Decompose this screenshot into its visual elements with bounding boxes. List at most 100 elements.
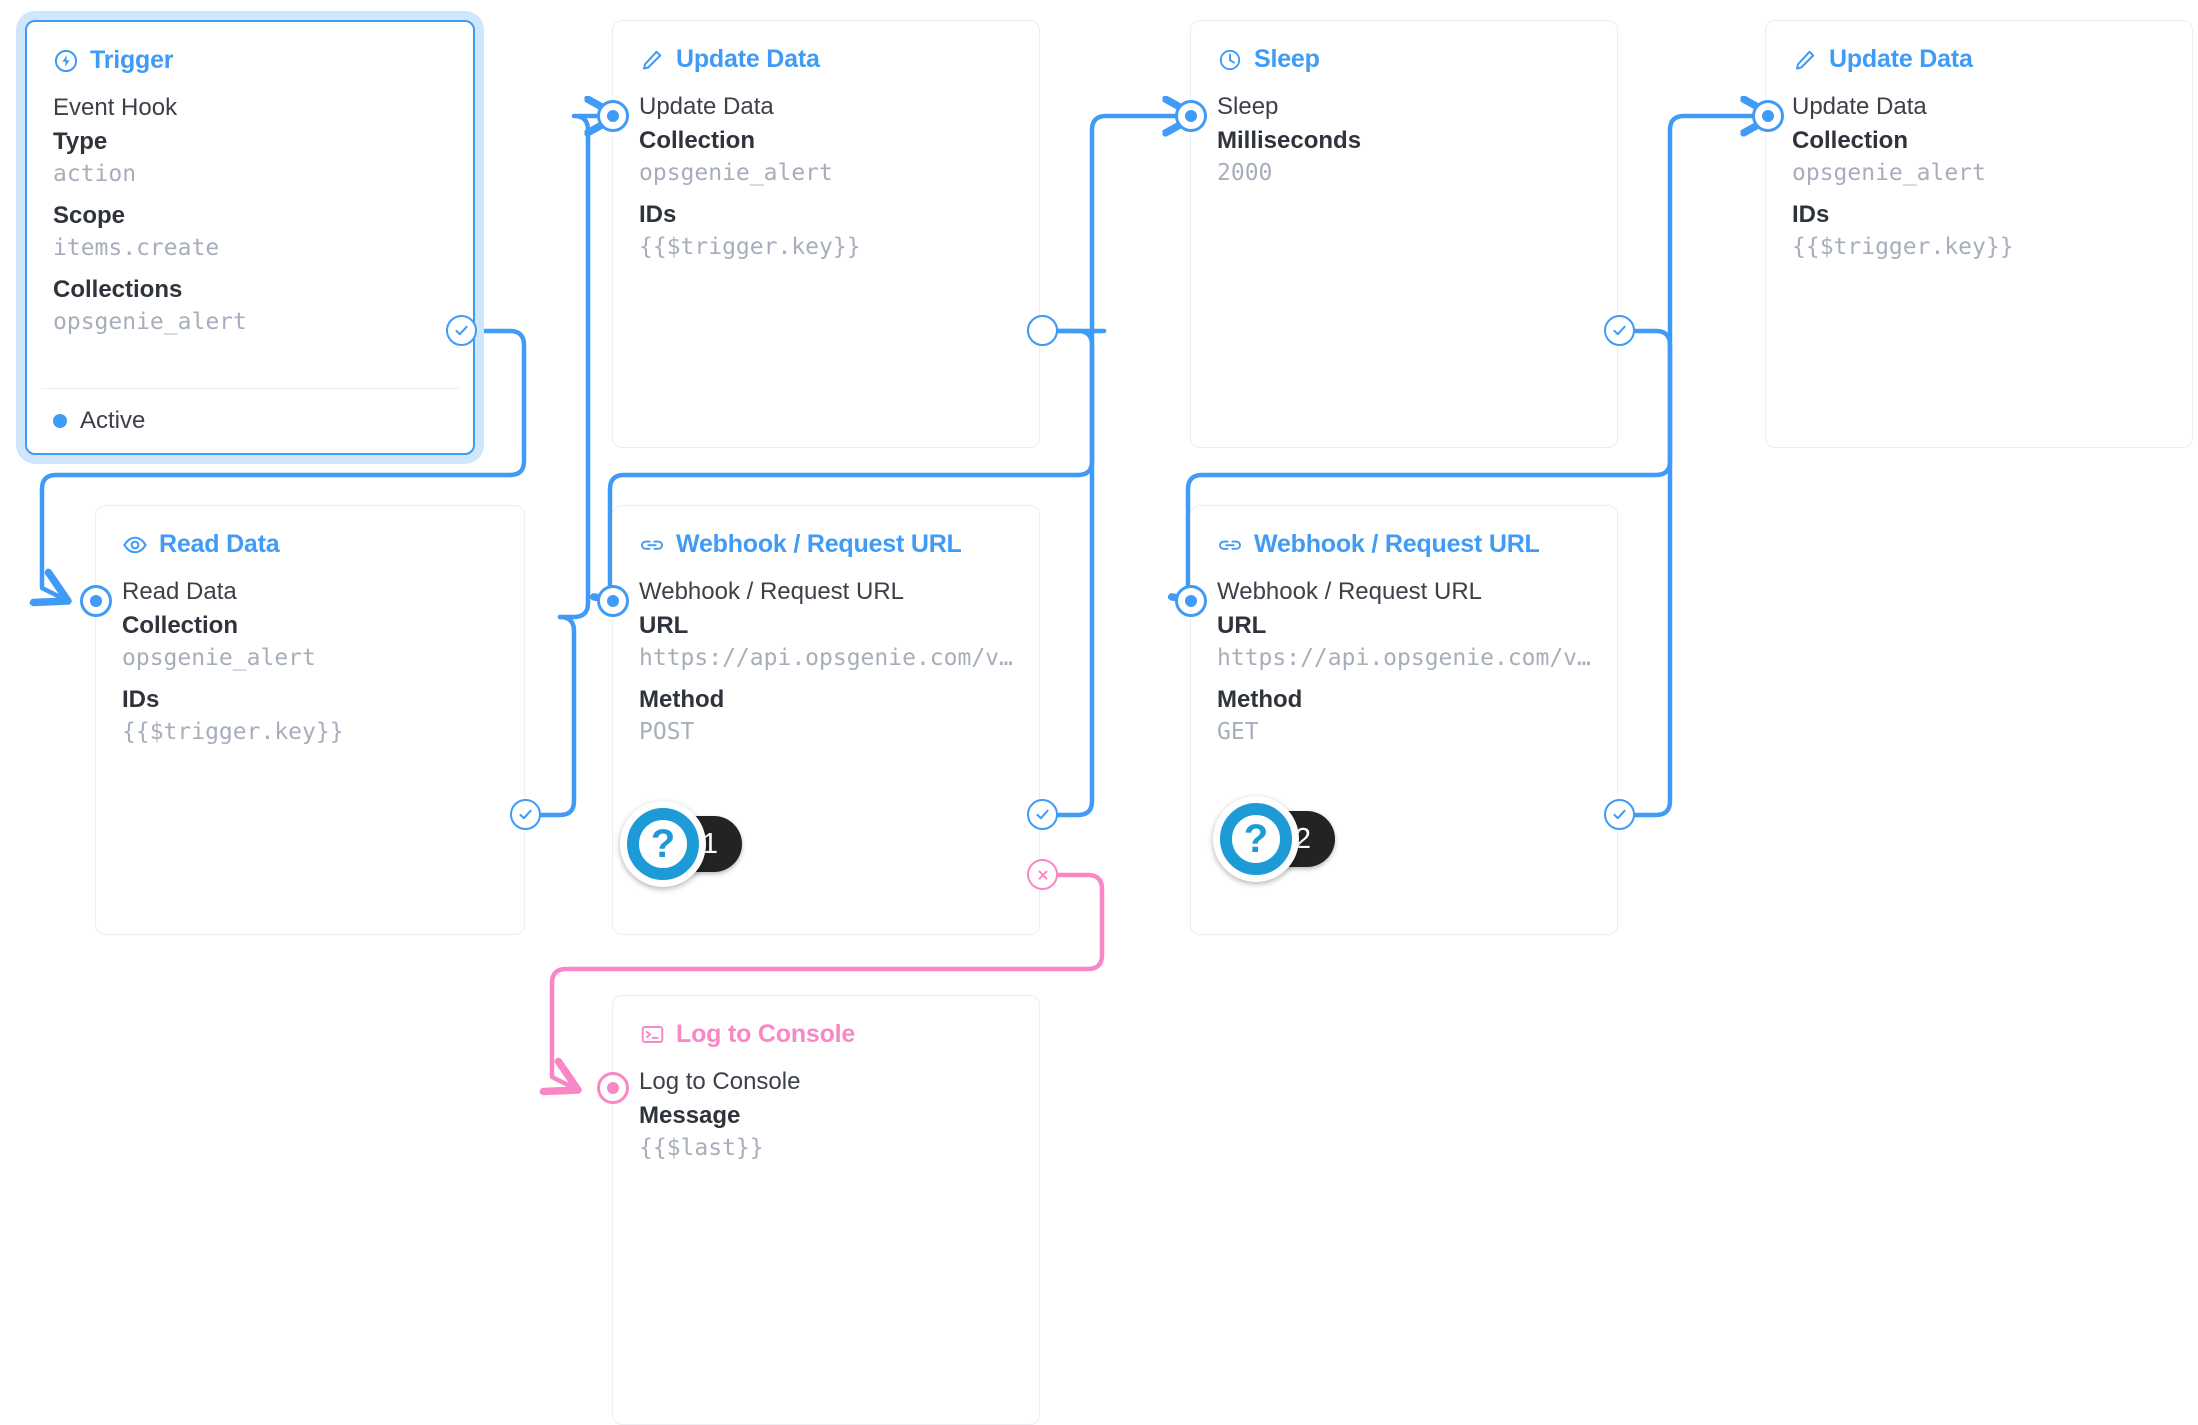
clock-icon: [1217, 47, 1243, 73]
lightning-bolt-circle-icon: [53, 48, 79, 74]
field-value: {{$trigger.key}}: [1792, 234, 2014, 260]
node-card-log-to-console[interactable]: Log to Console Log to Console Message {{…: [612, 995, 1040, 1425]
card-header: Trigger: [27, 22, 473, 75]
field-label: Milliseconds: [1217, 127, 1362, 154]
field-label: Method: [1217, 686, 1303, 713]
field-label: Collection: [1792, 127, 1909, 154]
eye-icon: [122, 532, 148, 558]
status-label: Active: [80, 407, 146, 434]
field-value: opsgenie_alert: [53, 309, 247, 335]
field-label: URL: [639, 612, 689, 639]
card-title: Update Data: [1829, 45, 1973, 73]
pencil-icon: [1792, 47, 1818, 73]
node-card-update-data-2[interactable]: Update Data Update Data Collection opsge…: [1765, 20, 2193, 448]
badge-count: 2: [1294, 822, 1311, 855]
divider: [41, 388, 459, 389]
card-body: Log to Console Message {{$last}}: [613, 1049, 1039, 1161]
pencil-icon: [639, 47, 665, 73]
field-value: opsgenie_alert: [639, 160, 833, 186]
card-header: Sleep: [1191, 21, 1617, 74]
reject-connector-webhook-post[interactable]: [1027, 859, 1058, 890]
field-value: {{$trigger.key}}: [122, 719, 344, 745]
resolve-connector-read-data[interactable]: [510, 799, 541, 830]
operation-name: Update Data: [639, 93, 774, 120]
status-badge: Active: [53, 407, 145, 435]
link-icon: [639, 532, 665, 558]
field-value: POST: [639, 719, 695, 745]
field-label: IDs: [1792, 201, 1830, 228]
card-body: Update Data Collection opsgenie_alert ID…: [1766, 74, 2192, 260]
field-value: https://api.opsgenie.com/v…: [639, 645, 1013, 671]
card-header: Read Data: [96, 506, 524, 559]
card-header: Webhook / Request URL: [613, 506, 1039, 559]
badge-count: 1: [701, 827, 718, 860]
resolve-connector-sleep[interactable]: [1027, 315, 1058, 346]
input-connector-update-data-2[interactable]: [1752, 100, 1784, 132]
input-connector-log-to-console[interactable]: [597, 1072, 629, 1104]
resolve-connector-sleep-right[interactable]: [1604, 315, 1635, 346]
operation-name: Event Hook: [53, 94, 178, 121]
operation-name: Log to Console: [639, 1068, 801, 1095]
field-value: items.create: [53, 235, 220, 261]
resolve-connector-webhook-post[interactable]: [1027, 799, 1058, 830]
field-value: {{$trigger.key}}: [639, 234, 861, 260]
card-body: Event Hook Type action Scope items.creat…: [27, 75, 473, 335]
status-dot-icon: [53, 414, 67, 428]
card-header: Update Data: [1766, 21, 2192, 74]
field-label: Collections: [53, 276, 183, 303]
field-label: IDs: [122, 686, 160, 713]
input-connector-webhook-post[interactable]: [597, 585, 629, 617]
input-connector-read-data[interactable]: [80, 585, 112, 617]
field-value: action: [53, 161, 137, 187]
input-connector-webhook-get[interactable]: [1175, 585, 1207, 617]
resolve-connector-trigger[interactable]: [446, 315, 477, 346]
card-body: Sleep Milliseconds 2000: [1191, 74, 1617, 186]
operation-name: Read Data: [122, 578, 237, 605]
question-mark-icon: ?: [1213, 796, 1299, 882]
help-badge-1[interactable]: 1 ?: [620, 801, 742, 887]
card-title: Update Data: [676, 45, 820, 73]
operation-name: Webhook / Request URL: [639, 578, 905, 605]
badge-symbol: ?: [627, 808, 699, 880]
field-label: Collection: [122, 612, 239, 639]
card-body: Webhook / Request URL URL https://api.op…: [613, 559, 1039, 745]
field-label: Scope: [53, 202, 126, 229]
help-badge-2[interactable]: 2 ?: [1213, 796, 1335, 882]
field-label: Method: [639, 686, 725, 713]
card-body: Update Data Collection opsgenie_alert ID…: [613, 74, 1039, 260]
question-mark-icon: ?: [620, 801, 706, 887]
node-card-read-data[interactable]: Read Data Read Data Collection opsgenie_…: [95, 505, 525, 935]
card-header: Webhook / Request URL: [1191, 506, 1617, 559]
terminal-icon: [639, 1022, 665, 1048]
field-value: opsgenie_alert: [122, 645, 316, 671]
card-title: Trigger: [90, 46, 174, 74]
operation-name: Sleep: [1217, 93, 1279, 120]
link-icon: [1217, 532, 1243, 558]
field-label: Message: [639, 1102, 741, 1129]
card-header: Update Data: [613, 21, 1039, 74]
card-body: Read Data Collection opsgenie_alert IDs …: [96, 559, 524, 745]
field-value: opsgenie_alert: [1792, 160, 1986, 186]
card-title: Log to Console: [676, 1020, 856, 1048]
field-label: IDs: [639, 201, 677, 228]
operation-name: Update Data: [1792, 93, 1927, 120]
card-body: Webhook / Request URL URL https://api.op…: [1191, 559, 1617, 745]
field-value: https://api.opsgenie.com/v…: [1217, 645, 1591, 671]
node-card-update-data-1[interactable]: Update Data Update Data Collection opsge…: [612, 20, 1040, 448]
operation-name: Webhook / Request URL: [1217, 578, 1483, 605]
resolve-connector-webhook-get[interactable]: [1604, 799, 1635, 830]
node-card-trigger[interactable]: Trigger Event Hook Type action Scope ite…: [25, 20, 475, 455]
badge-symbol: ?: [1220, 803, 1292, 875]
card-title: Webhook / Request URL: [676, 530, 962, 558]
field-label: Collection: [639, 127, 756, 154]
input-connector-update-data-1[interactable]: [597, 100, 629, 132]
card-header: Log to Console: [613, 996, 1039, 1049]
input-connector-sleep[interactable]: [1175, 100, 1207, 132]
card-title: Sleep: [1254, 45, 1320, 73]
field-value: 2000: [1217, 160, 1273, 186]
field-value: GET: [1217, 719, 1259, 745]
node-card-sleep[interactable]: Sleep Sleep Milliseconds 2000: [1190, 20, 1618, 448]
field-label: URL: [1217, 612, 1267, 639]
card-title: Webhook / Request URL: [1254, 530, 1540, 558]
